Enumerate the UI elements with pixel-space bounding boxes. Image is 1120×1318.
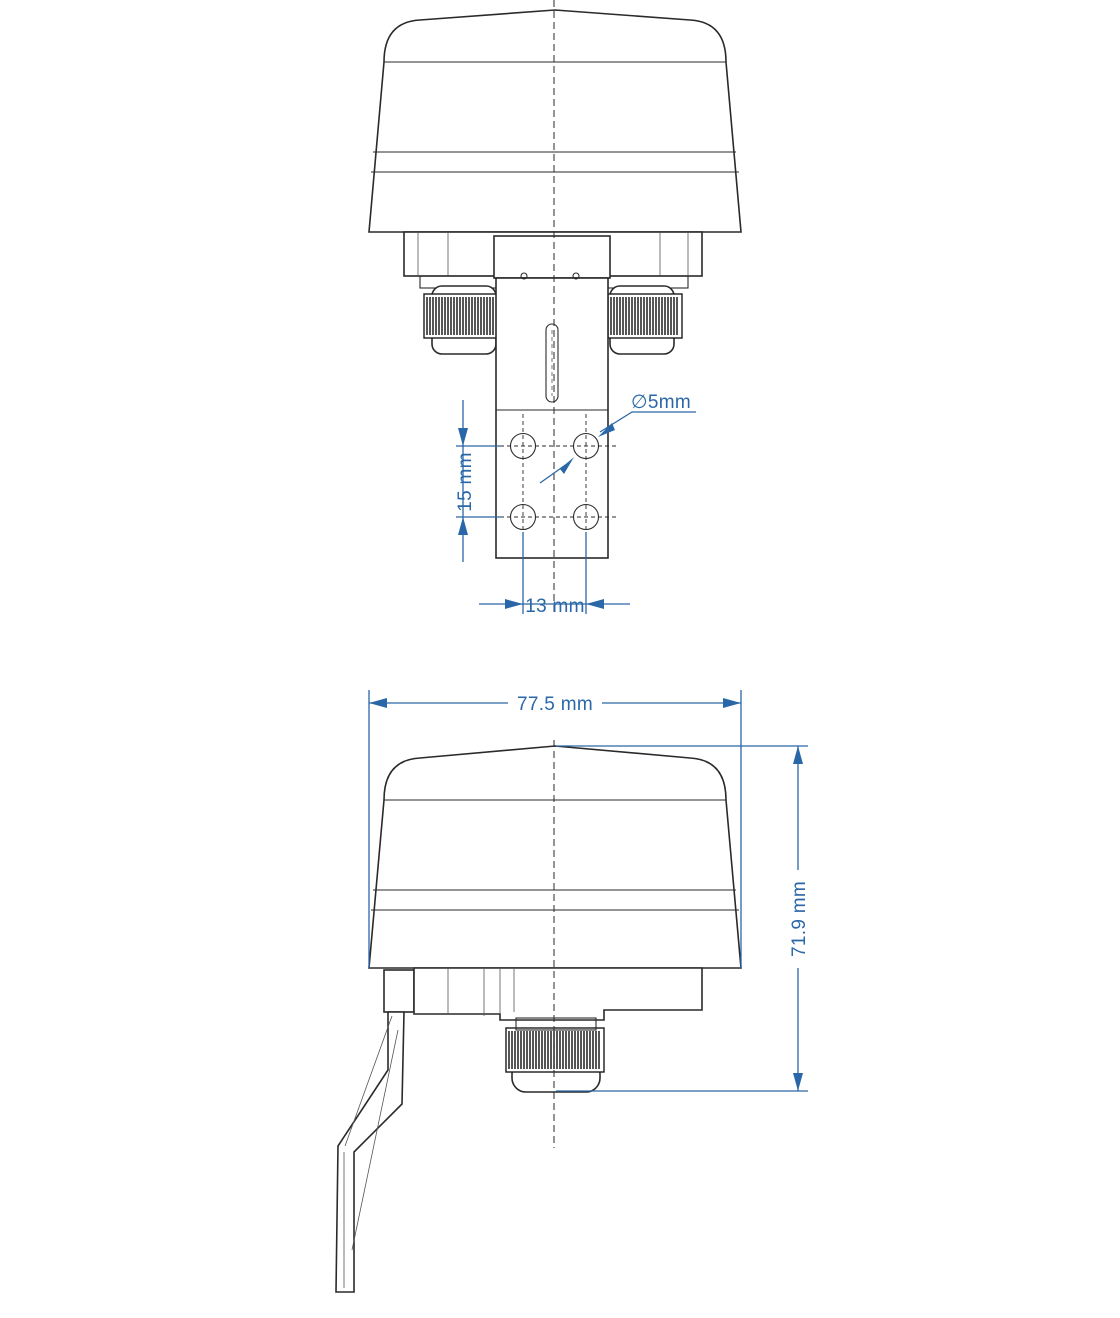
mounting-hole — [572, 432, 600, 460]
overall-width-label: 77.5 mm — [517, 694, 593, 715]
mounting-hole — [509, 503, 537, 531]
front-dome-cap — [368, 9, 742, 233]
mounting-hole — [572, 503, 600, 531]
overall-height-label: 71.9 mm — [789, 881, 810, 957]
vertical-pitch-label: 15 mm — [455, 452, 476, 512]
angled-bracket-arm — [335, 969, 415, 1293]
side-dome-cap — [368, 745, 742, 969]
left-cable-gland — [423, 285, 499, 355]
mounting-hole — [509, 432, 537, 460]
side-view: 77.5 mm 71.9 mm — [335, 690, 810, 1293]
horizontal-pitch-dimension: 13 mm — [479, 532, 630, 617]
horizontal-pitch-label: 13 mm — [525, 596, 585, 617]
hole-diameter-dimension: ∅5mm — [539, 392, 696, 484]
mounting-holes — [500, 414, 616, 552]
vertical-pitch-dimension: 15 mm — [455, 400, 500, 562]
bottom-cable-gland — [505, 1017, 605, 1093]
mounting-bracket — [493, 235, 611, 559]
overall-height-dimension: 71.9 mm — [556, 745, 810, 1092]
front-view: ∅5mm 15 mm 13 mm — [368, 0, 742, 617]
side-base-housing — [413, 967, 703, 1021]
right-cable-gland — [607, 285, 683, 355]
overall-width-dimension: 77.5 mm — [368, 690, 742, 968]
hole-diameter-label: ∅5mm — [631, 392, 691, 413]
